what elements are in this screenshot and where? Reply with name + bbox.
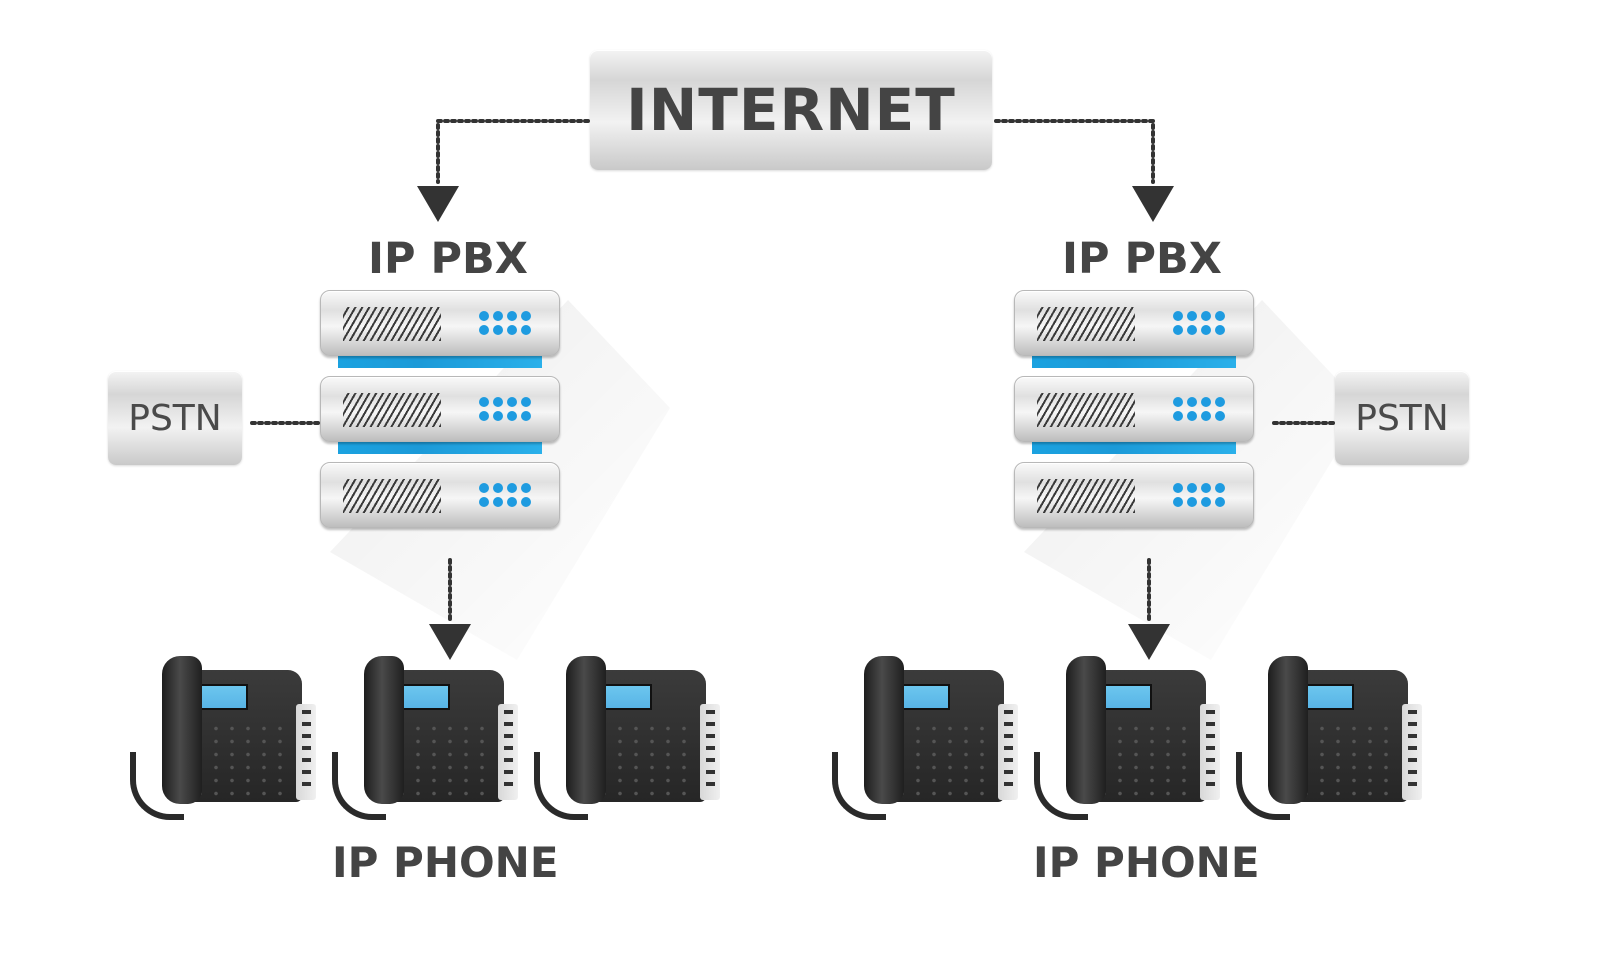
pstn-node-right: PSTN — [1335, 371, 1469, 465]
internet-to-right-pbx-line — [994, 119, 1155, 184]
ip-phone-icon — [128, 656, 318, 820]
pstn-label-left: PSTN — [128, 397, 222, 439]
internet-node: INTERNET — [590, 50, 992, 170]
arrowhead-left-pbx — [417, 186, 459, 222]
pbx-label-right: IP PBX — [1062, 234, 1222, 284]
pbx-server-icon-right — [1014, 290, 1254, 536]
internet-label: INTERNET — [626, 76, 956, 144]
internet-to-left-pbx-line — [436, 119, 590, 184]
pbx-label-left: IP PBX — [368, 234, 528, 284]
ip-phone-icon — [330, 656, 520, 820]
ip-phone-icon — [532, 656, 722, 820]
ip-phone-label-right: IP PHONE — [1033, 838, 1260, 887]
arrowhead-left-phones — [429, 624, 471, 660]
pbx-server-icon-left — [320, 290, 560, 536]
pstn-label-right: PSTN — [1355, 397, 1449, 439]
pstn-node-left: PSTN — [108, 371, 242, 465]
arrowhead-right-pbx — [1132, 186, 1174, 222]
ip-phone-icon — [830, 656, 1020, 820]
arrowhead-right-phones — [1128, 624, 1170, 660]
ip-phone-icon — [1234, 656, 1424, 820]
ip-phone-icon — [1032, 656, 1222, 820]
ip-phone-label-left: IP PHONE — [332, 838, 559, 887]
